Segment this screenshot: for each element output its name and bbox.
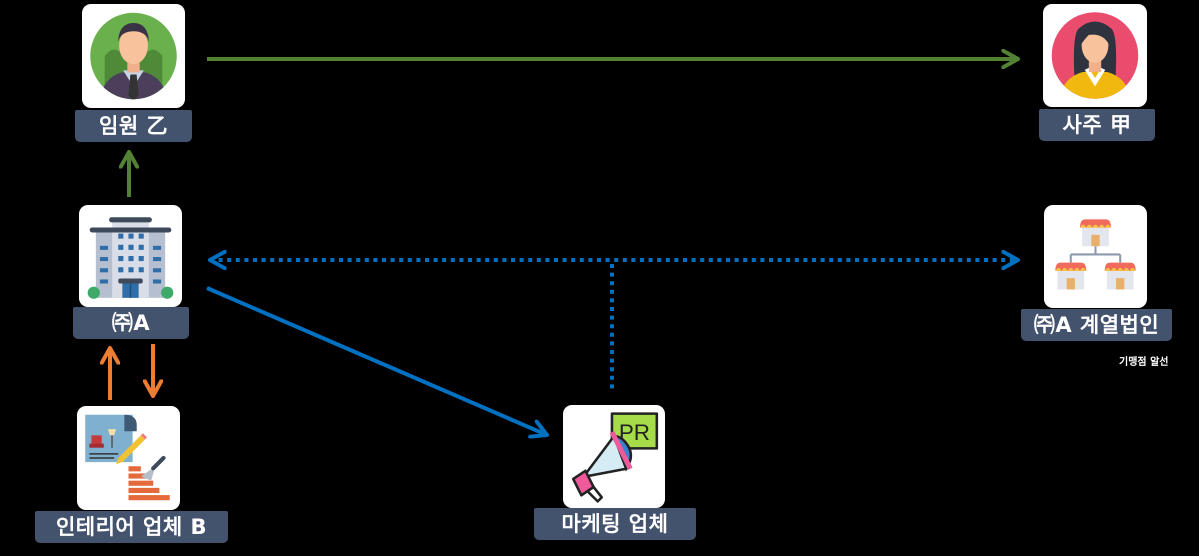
interior-construction-icon [85, 414, 170, 501]
affiliate-card [1044, 205, 1147, 308]
company-a-card [79, 205, 182, 307]
interior-vendor-card [77, 406, 180, 510]
owner-card [1043, 4, 1147, 107]
interior-vendor-label: 인테리어 업체 B [35, 511, 228, 543]
owner-label: 사주 甲 [1039, 109, 1155, 141]
company-a-label: ㈜A [73, 307, 189, 339]
affiliate-label: ㈜A 계열법인 [1021, 309, 1172, 341]
executive-label: 임원 乙 [75, 110, 192, 142]
affiliate-note: 기맹점 알선 [1119, 357, 1169, 368]
businessman-avatar-icon [90, 12, 177, 100]
marketing-vendor-label: 마케팅 업체 [534, 508, 696, 540]
office-building-icon [87, 217, 174, 299]
pr-megaphone-icon: PR [571, 412, 659, 503]
arrow-company-to-marketing [206, 286, 547, 435]
marketing-vendor-card: PR [563, 405, 665, 508]
businesswoman-avatar-icon [1051, 12, 1139, 99]
franchise-stores-icon [1055, 219, 1136, 290]
executive-card [82, 4, 185, 108]
